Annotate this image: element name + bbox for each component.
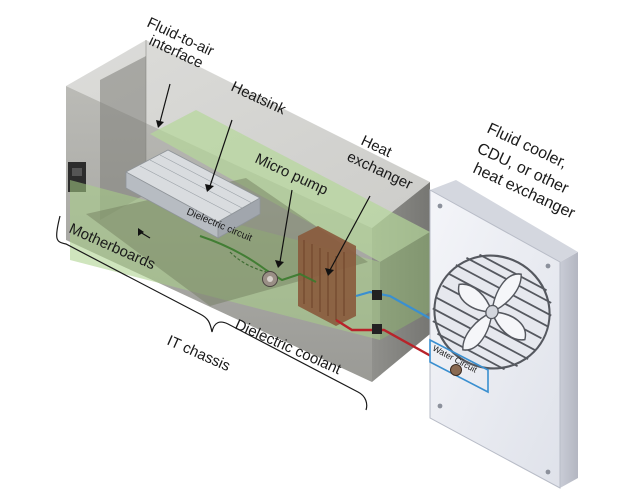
screw-icon [437, 203, 443, 209]
it-chassis-bracket [56, 215, 368, 411]
fluid-cooler-unit [429, 180, 578, 489]
coupling-bottom [372, 324, 382, 334]
chassis-top-face [66, 40, 430, 228]
micro-pump [262, 271, 278, 287]
screw-icon [437, 403, 443, 409]
label-it-chassis: IT chassis [164, 332, 232, 375]
screw-icon [545, 469, 551, 475]
heat-exchanger-plate [298, 226, 356, 326]
coupling-top [372, 290, 382, 300]
screw-icon [545, 263, 551, 269]
leader-lines [138, 83, 371, 276]
fan-grille-icon [432, 253, 552, 371]
water-pump-icon [450, 364, 462, 376]
heatsink [125, 149, 261, 239]
water-circuit-box [429, 338, 489, 394]
